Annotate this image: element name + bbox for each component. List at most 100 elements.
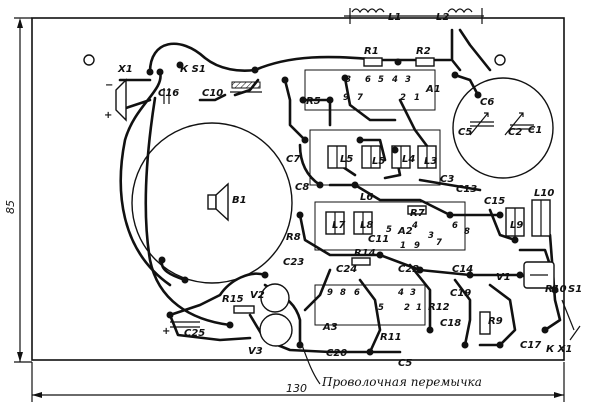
variable-capacitor-outline <box>452 77 554 179</box>
label-c19: C19 <box>450 288 471 299</box>
label-r8: R8 <box>286 232 301 243</box>
ferrite-antenna <box>344 8 484 24</box>
label-l5b: L5 <box>372 156 385 167</box>
label-l2: L2 <box>436 12 449 23</box>
label-c7: C7 <box>286 154 300 165</box>
pin-a2-3: 3 <box>428 231 434 241</box>
label-l9: L9 <box>510 220 523 231</box>
label-l3: L3 <box>424 156 437 167</box>
pin-a2-7: 7 <box>436 238 442 248</box>
wire-jumper-note: Проволочная перемычка <box>321 375 482 389</box>
coil-l10 <box>531 199 551 237</box>
capacitor-plates <box>510 124 534 130</box>
label-a2: A2 <box>397 226 413 237</box>
coil-block-outline <box>309 129 441 186</box>
label-l1: L1 <box>388 12 401 23</box>
label-plus-c25: + <box>162 326 170 337</box>
label-c15: C15 <box>484 196 505 207</box>
ic-a1-outline <box>304 69 436 111</box>
resistor-r2 <box>415 57 435 67</box>
pin-a3-6: 6 <box>354 288 360 298</box>
variable-resistor-r10 <box>523 261 555 289</box>
resistor-r14 <box>351 257 371 266</box>
label-r7: R7 <box>410 208 425 219</box>
coil-l5 <box>327 145 347 169</box>
label-b1: B1 <box>232 195 247 206</box>
height-label: 85 <box>4 200 17 214</box>
pin-a3-8: 8 <box>340 288 346 298</box>
pin-a1-4: 4 <box>391 75 398 85</box>
label-l7: L7 <box>332 220 345 231</box>
label-c13: C13 <box>456 184 477 195</box>
height-dimension: 85 <box>4 17 32 363</box>
capacitor-plates <box>470 121 494 127</box>
connector-x1 <box>115 78 127 122</box>
transistor-v3 <box>259 313 293 347</box>
label-c1: C1 <box>528 125 542 136</box>
label-x1: X1 <box>117 64 133 75</box>
label-l8: L8 <box>360 220 373 231</box>
label-c5: C5 <box>458 127 472 138</box>
label-v2: V2 <box>250 290 265 301</box>
label-c6: C6 <box>480 97 494 108</box>
pin-a3-1: 1 <box>416 303 422 313</box>
solder-pads <box>146 58 559 356</box>
label-c2: C2 <box>508 127 522 138</box>
trimmer-arrow <box>469 112 489 136</box>
resistor-r15 <box>233 305 255 314</box>
pin-a2-6: 6 <box>452 221 458 231</box>
label-c14: C14 <box>452 264 473 275</box>
capacitor-c25 <box>170 321 200 328</box>
mounting-hole <box>494 54 506 66</box>
x1-leader-line <box>569 325 581 341</box>
label-plus: + <box>104 110 112 121</box>
width-dimension: 130 <box>31 362 565 402</box>
label-c16: C16 <box>158 88 179 99</box>
capacitor-c10 <box>230 81 262 93</box>
pin-a3-2: 2 <box>404 303 410 313</box>
label-c22: C22 <box>398 264 419 275</box>
pin-a2-5: 5 <box>386 225 392 235</box>
label-r5: R5 <box>306 96 321 107</box>
pin-a3-9: 9 <box>327 288 333 298</box>
label-c18: C18 <box>440 318 461 329</box>
resistor-r9 <box>479 311 491 335</box>
pin-a3-3: 3 <box>410 288 416 298</box>
label-c5b: C5 <box>398 358 412 369</box>
transistor-v2 <box>260 283 290 313</box>
coil-l8 <box>353 211 373 235</box>
label-r15: R15 <box>222 294 244 305</box>
label-l6: L6 <box>360 192 373 203</box>
pin-a1-3: 3 <box>405 75 411 85</box>
label-r2: R2 <box>416 46 431 57</box>
trimmer-arrow <box>504 112 524 136</box>
label-c23: C23 <box>283 257 304 268</box>
label-v1: V1 <box>496 272 511 283</box>
label-a3: A3 <box>322 322 338 333</box>
label-k-s1: К S1 <box>180 64 206 75</box>
label-k-x1: К X1 <box>546 344 572 355</box>
resistor-r1 <box>363 57 383 67</box>
label-c3: C3 <box>440 174 454 185</box>
coil-l7 <box>325 211 345 235</box>
label-r14: R14 <box>354 248 376 259</box>
pin-a1-1: 1 <box>414 93 420 103</box>
label-l5: L5 <box>340 154 353 165</box>
label-r11: R11 <box>380 332 402 343</box>
speaker-icon <box>207 182 229 222</box>
label-c10: C10 <box>202 88 223 99</box>
label-l4: L4 <box>402 154 415 165</box>
pin-a1-5: 5 <box>378 75 384 85</box>
label-a1: A1 <box>425 84 441 95</box>
s1-leader-line <box>561 299 575 331</box>
label-v3: V3 <box>248 346 263 357</box>
label-c20: C20 <box>326 348 347 359</box>
resistor-r7 <box>407 205 427 215</box>
ic-a3-outline <box>314 284 426 326</box>
pin-a3-4: 4 <box>397 288 404 298</box>
pin-a2-9: 9 <box>414 241 420 251</box>
pin-a1-2: 2 <box>400 93 406 103</box>
label-c25: C25 <box>184 328 205 339</box>
ic-a2-block-outline <box>314 201 466 251</box>
